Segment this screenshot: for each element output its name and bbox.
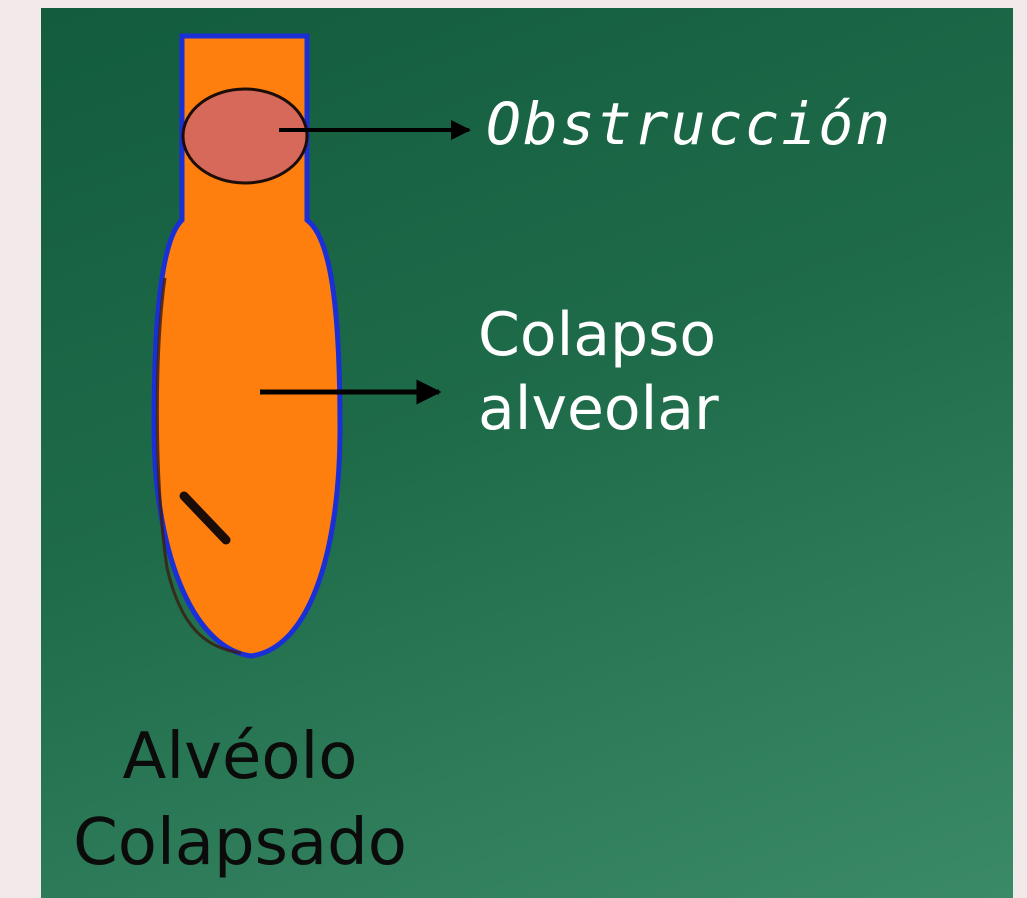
collapse-label-line1: Colapso [478, 300, 717, 370]
alveolus-diagram [151, 33, 471, 659]
obstruction-label: Obstrucción [486, 90, 893, 158]
collapsed-wall-mark [179, 491, 231, 545]
alveolus-left-edge-shadow [155, 277, 242, 655]
collapsed-alveolus-caption: Alvéolo Colapsado [45, 714, 435, 886]
obstruction-ellipse [181, 87, 309, 185]
caption-line2: Colapsado [73, 806, 407, 880]
caption-line1: Alvéolo [122, 720, 358, 794]
alveolar-collapse-label: Colapso alveolar [478, 298, 719, 446]
collapse-label-line2: alveolar [478, 374, 719, 444]
diagram-slide: Obstrucción Colapso alveolar Alvéolo Col… [41, 8, 1013, 898]
collapsed-alveolus-shape [151, 33, 343, 659]
